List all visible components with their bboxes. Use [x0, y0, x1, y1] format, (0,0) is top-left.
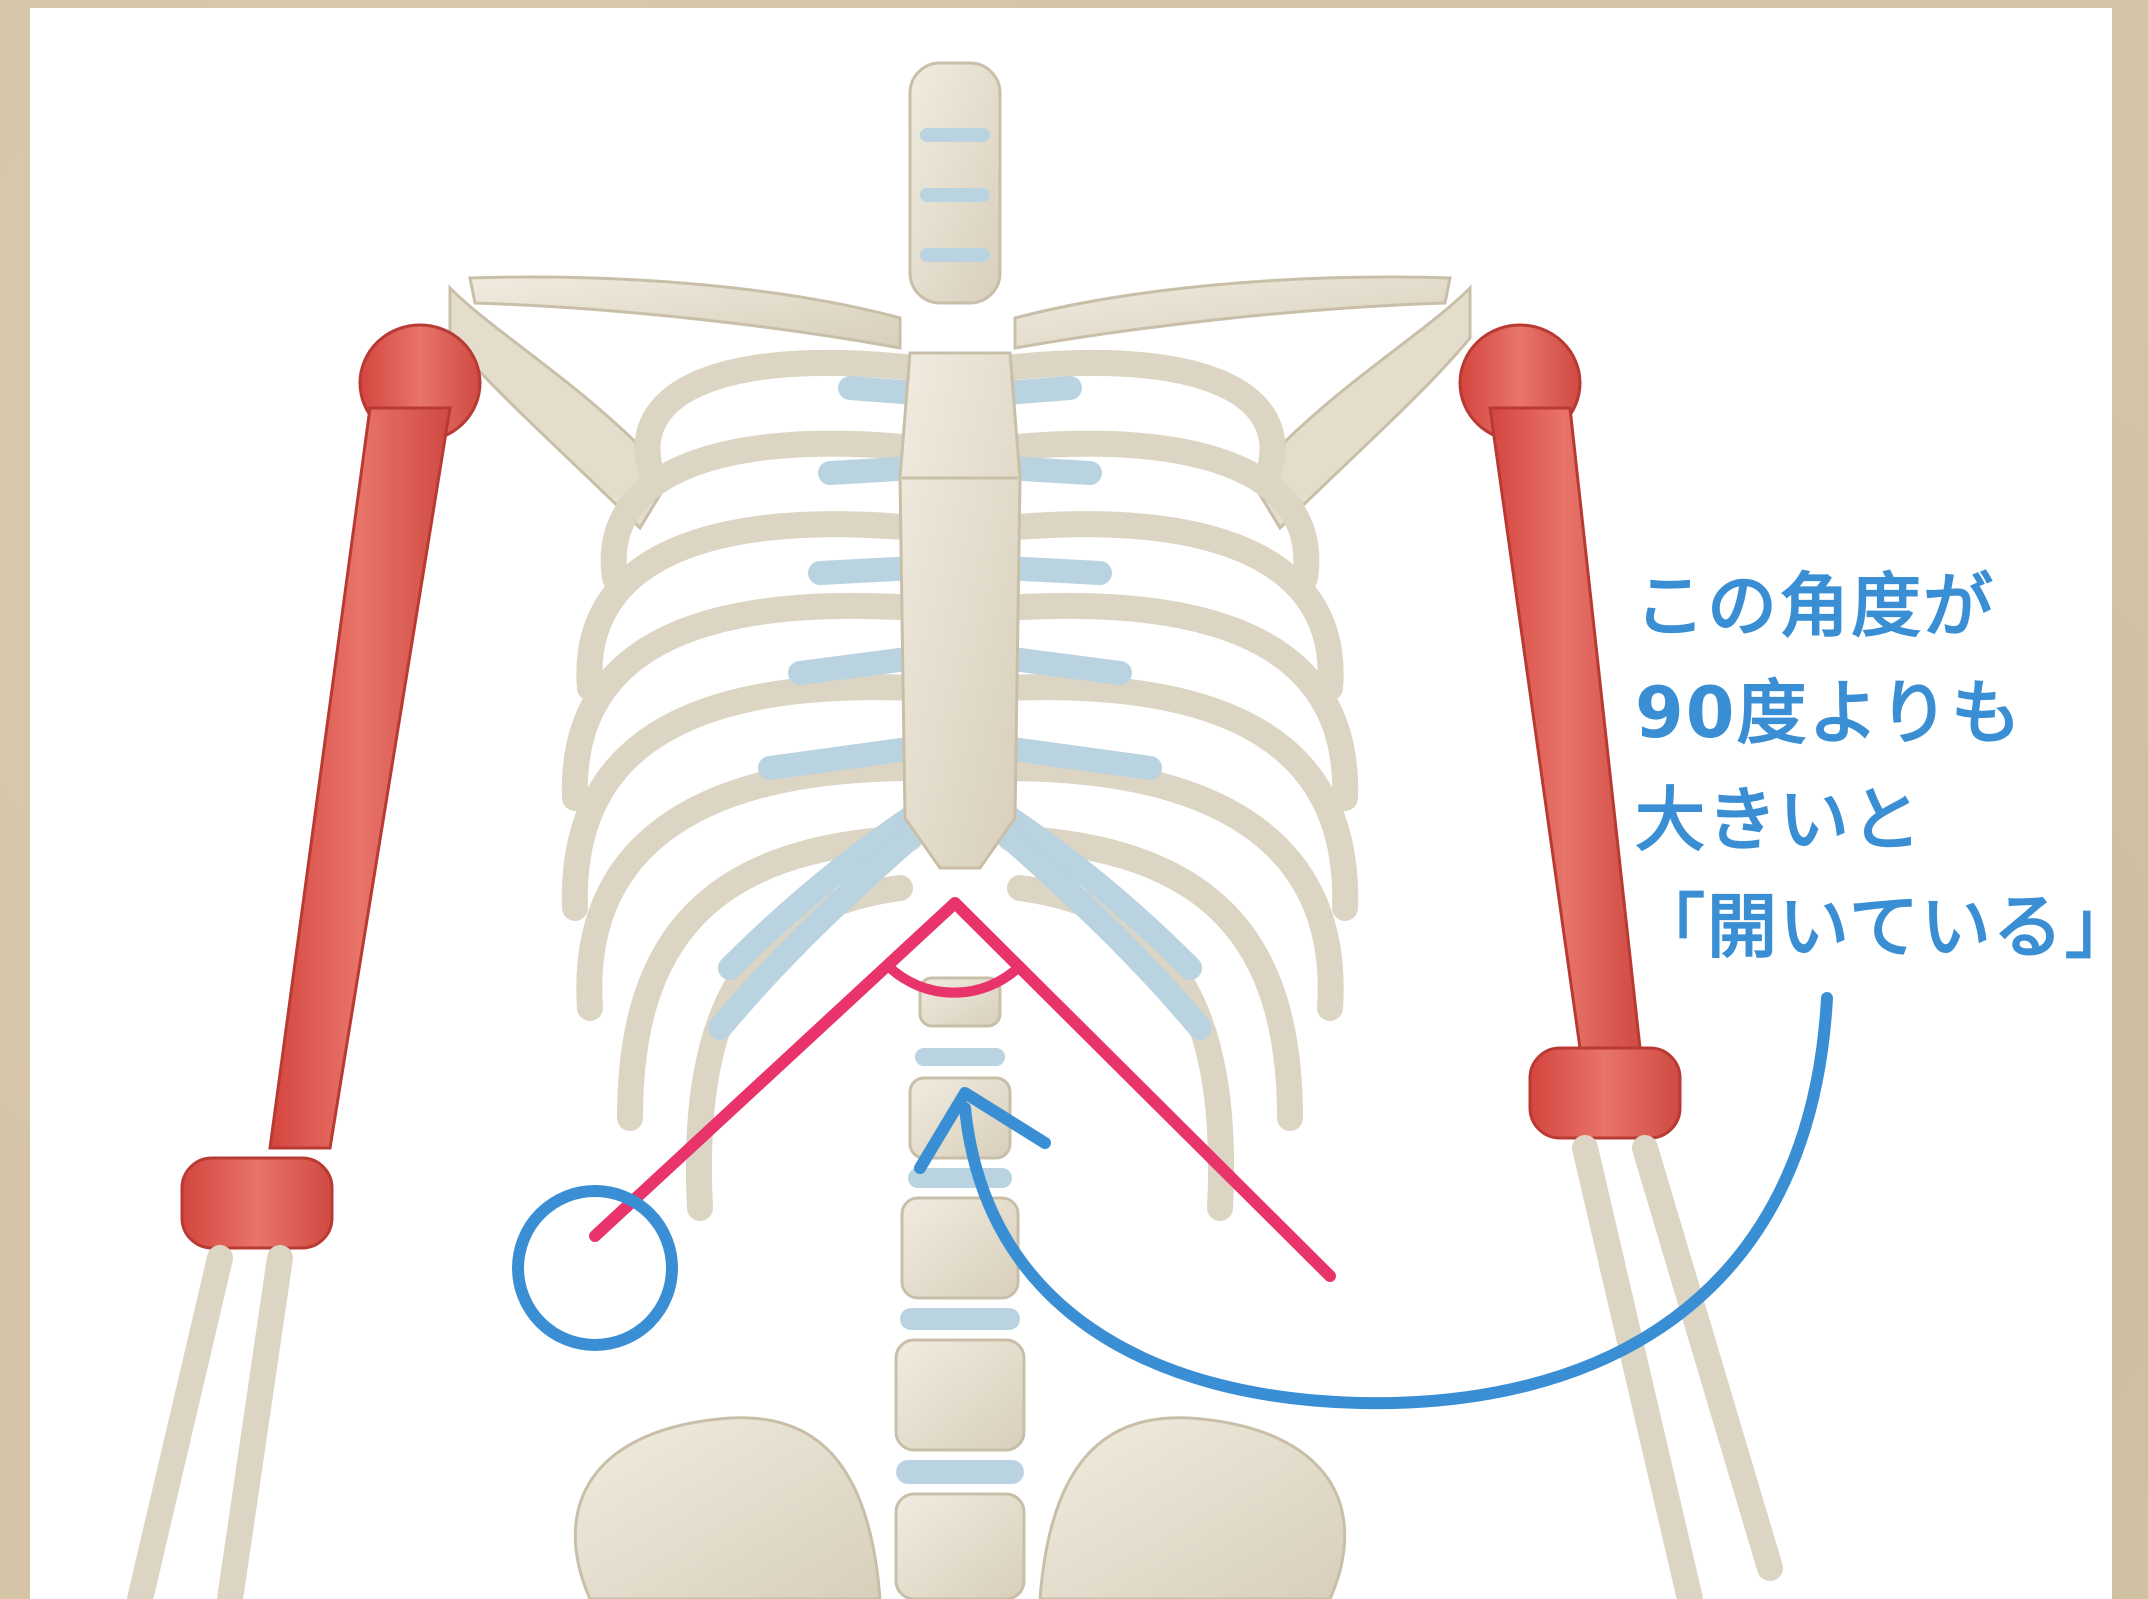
annotation-line-3: 大きいと: [1635, 767, 2112, 874]
illustration-panel: この角度が 90度よりも 大きいと 「開いている」: [30, 8, 2112, 1599]
annotation-line-4: 「開いている」: [1635, 874, 2112, 981]
angle-annotation: この角度が 90度よりも 大きいと 「開いている」: [1635, 553, 2112, 981]
circle-marker-icon: [518, 1191, 672, 1345]
annotation-line-1: この角度が: [1635, 553, 2112, 660]
annotation-line-2: 90度よりも: [1635, 660, 2112, 767]
cervical-spine: [910, 63, 1000, 303]
sternum: [900, 353, 1020, 868]
left-humerus: [182, 325, 480, 1248]
lumbar-spine: [896, 978, 1024, 1599]
